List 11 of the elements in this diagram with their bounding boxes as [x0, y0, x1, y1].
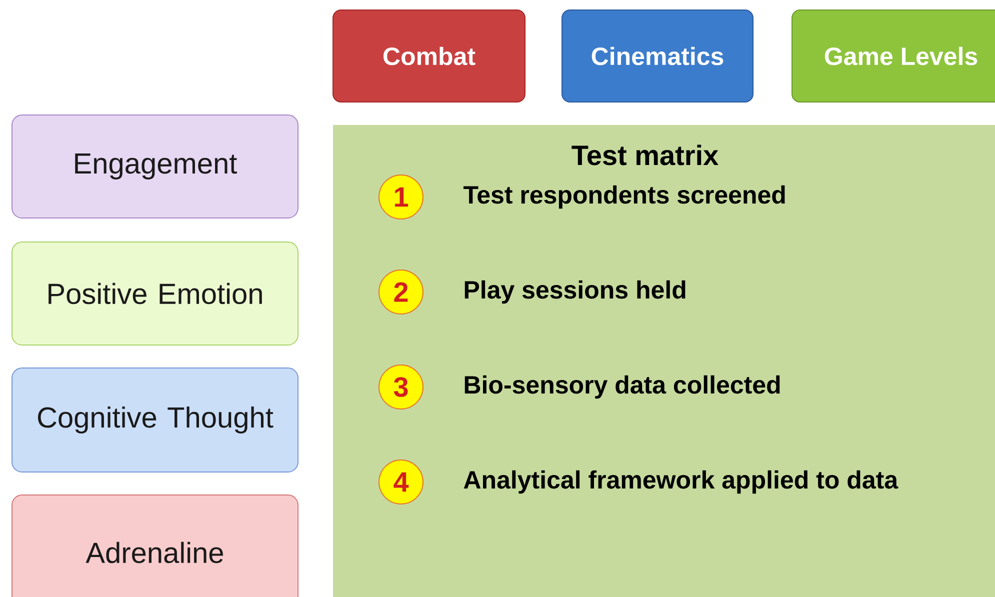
- metric-box: Adrenaline: [12, 494, 298, 597]
- category-button: Game Levels: [792, 10, 995, 102]
- metric-box: Cognitive Thought: [12, 368, 298, 472]
- category-button: Cinematics: [562, 10, 754, 102]
- step-text: Bio-sensory data collected: [464, 375, 780, 399]
- metric-box: Engagement: [12, 114, 298, 218]
- step-text: Play sessions held: [464, 280, 686, 304]
- step-text: Test respondents screened: [464, 185, 785, 209]
- step-text: Analytical framework applied to data: [464, 470, 898, 494]
- category-button: Combat: [332, 10, 526, 102]
- metric-box: Positive Emotion: [12, 242, 298, 346]
